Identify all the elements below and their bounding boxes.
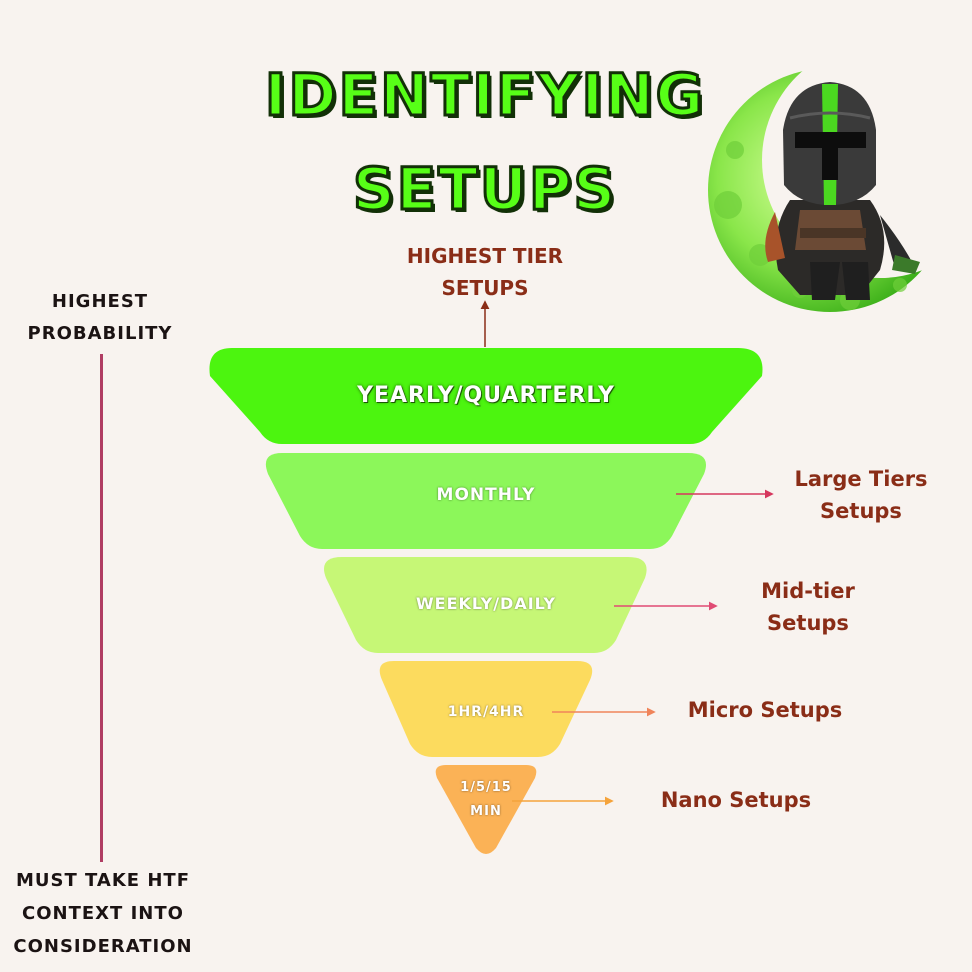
tier-label-hourly: 1HR/4HR (447, 704, 525, 720)
side-label-large-tiers-line-2: Setups (820, 499, 902, 523)
axis-top-line-2: PROBABILITY (27, 323, 173, 344)
axis-bottom-line-1: MUST TAKE HTF (16, 870, 190, 891)
tier-label-yearly: YEARLY/QUARTERLY (357, 383, 615, 408)
axis-bottom-line-3: CONSIDERATION (13, 936, 193, 957)
side-label-large-tiers: Large Tiers Setups (786, 463, 936, 527)
tier-label-monthly: MONTHLY (436, 485, 536, 505)
side-label-micro: Micro Setups (687, 698, 843, 722)
axis-bottom-label: MUST TAKE HTF CONTEXT INTO CONSIDERATION (0, 864, 206, 963)
side-label-mid-tier-line-2: Setups (767, 611, 849, 635)
title-line-2: SETUPS (351, 155, 618, 223)
top-label-line-1: HIGHEST TIER (406, 244, 564, 268)
tier-shape-weekly (324, 557, 647, 653)
tier-shape-hourly (379, 661, 593, 757)
side-label-large-tiers-line-1: Large Tiers (794, 467, 928, 491)
top-label-line-2: SETUPS (441, 276, 529, 300)
tier-label-minutes-line-2: MIN (470, 804, 502, 819)
side-label-nano: Nano Setups (660, 788, 812, 812)
axis-bottom-line-2: CONTEXT INTO (22, 903, 184, 924)
tier-label-minutes: 1/5/15 MIN (446, 776, 526, 824)
probability-axis-line (100, 354, 103, 862)
axis-top-label: HIGHEST PROBABILITY (20, 286, 180, 350)
tier-shape-minutes (435, 765, 537, 854)
side-label-mid-tier: Mid-tier Setups (738, 575, 878, 639)
tier-shape-monthly (265, 453, 706, 549)
axis-top-line-1: HIGHEST (51, 291, 149, 312)
tier-shape-yearly (209, 348, 763, 444)
side-label-mid-tier-line-1: Mid-tier (761, 579, 855, 603)
title-line-1: IDENTIFYING (263, 61, 706, 129)
tier-label-weekly: WEEKLY/DAILY (416, 594, 556, 613)
top-label: HIGHEST TIER SETUPS (385, 240, 585, 304)
tier-label-minutes-line-1: 1/5/15 (460, 780, 512, 795)
